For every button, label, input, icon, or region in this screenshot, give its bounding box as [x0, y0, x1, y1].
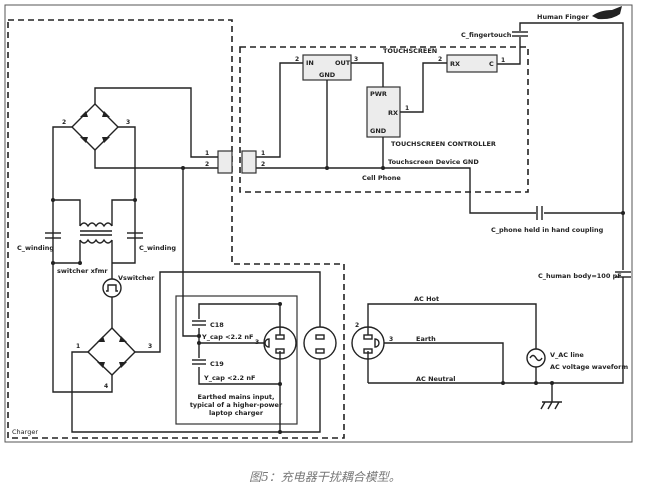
- pin-label: 1: [501, 57, 505, 64]
- pin-label: 2: [295, 56, 299, 63]
- ldo-out-label: OUT: [335, 59, 351, 67]
- pin-label: 2: [205, 161, 209, 168]
- touchscreen-label: TOUCHSCREEN: [383, 47, 437, 55]
- c-fingertouch-label: C_fingertouch: [461, 31, 512, 39]
- v-ac-line-label: V_AC line: [550, 351, 584, 359]
- charger-boundary: [7, 19, 345, 439]
- charger-label: Charger: [12, 428, 38, 436]
- c-winding-left-capacitor: [45, 232, 61, 239]
- earthed-mains-box: [175, 295, 298, 425]
- pin-label: 2: [261, 161, 265, 168]
- ac-waveform-label: AC voltage waveform: [550, 363, 628, 371]
- ldo-gnd-label: GND: [319, 71, 336, 79]
- human-finger-label: Human Finger: [537, 13, 589, 21]
- earthed-note-line-3: laptop charger: [209, 409, 264, 417]
- v-ac-source: [526, 348, 546, 368]
- rx-box-c-label: C: [489, 60, 494, 68]
- c18-label: C18: [210, 321, 224, 329]
- pin-label: 1: [205, 150, 209, 157]
- switcher-xfmr-label: switcher xfmr: [57, 267, 108, 275]
- touchscreen-boundary: [239, 46, 529, 193]
- ldo-box: [302, 54, 352, 81]
- charger-plug-2pin: [303, 326, 337, 360]
- figure-caption: 图5：充电器干扰耦合模型。: [249, 470, 401, 484]
- ldo-in-label: IN: [306, 59, 314, 67]
- c19-value: Y_cap <2.2 nF: [203, 374, 255, 382]
- earthed-note-line-1: Earthed mains input,: [198, 393, 275, 401]
- phone-connector: [241, 150, 257, 174]
- ac-hot-label: AC Hot: [414, 295, 439, 303]
- pin-label: 1: [76, 343, 80, 350]
- c-winding-right-capacitor: [127, 232, 143, 239]
- earth-label: Earth: [416, 335, 436, 343]
- pin-label: 3: [126, 119, 130, 126]
- pin-label: 1: [261, 150, 265, 157]
- ctrl-pwr-label: PWR: [370, 90, 387, 98]
- pin-label: 3: [354, 56, 358, 63]
- pin-label: 2: [62, 119, 66, 126]
- switcher-transformer: [53, 199, 135, 264]
- pin-label: 1: [405, 105, 409, 112]
- c-phone-label: C_phone held in hand coupling: [491, 226, 604, 234]
- pin-label: 2: [438, 56, 442, 63]
- c18-capacitor: [192, 320, 206, 326]
- c-winding-left-label: C_winding: [17, 244, 54, 252]
- pin-label: 3: [389, 336, 393, 343]
- c-winding-right-label: C_winding: [139, 244, 176, 252]
- vswitcher-label: Vswitcher: [118, 274, 155, 282]
- earthed-note-line-2: typical of a higher-power: [190, 401, 283, 409]
- c19-label: C19: [210, 360, 224, 368]
- vswitcher-source: [102, 278, 122, 298]
- charger-connector: [217, 150, 233, 174]
- pin-label: 4: [104, 383, 108, 390]
- pin-label: 2: [355, 322, 359, 329]
- bridge-rectifier-top: [71, 103, 119, 151]
- bridge-rectifier-bottom: [86, 326, 136, 376]
- wall-outlet: [351, 326, 385, 360]
- ac-neutral-label: AC Neutral: [416, 375, 455, 383]
- pin-label: 3: [148, 343, 152, 350]
- c-fingertouch-capacitor: [512, 31, 528, 37]
- ground-icon: [540, 383, 562, 410]
- ctrl-rx-label: RX: [388, 109, 398, 117]
- diagram-frame: [4, 4, 633, 443]
- rx-box-rx-label: RX: [450, 60, 460, 68]
- c18-value: Y_cap <2.2 nF: [201, 333, 253, 341]
- c-phone-capacitor: [536, 206, 543, 220]
- device-gnd-label: Touchscreen Device GND: [388, 158, 479, 166]
- human-finger-icon: [592, 6, 622, 20]
- c-human-body-label: C_human body=100 pF: [538, 272, 622, 280]
- ctrl-gnd-label: GND: [370, 127, 387, 135]
- cell-phone-label: Cell Phone: [362, 174, 401, 182]
- c19-capacitor: [192, 359, 206, 365]
- touchscreen-controller-label: TOUCHSCREEN CONTROLLER: [391, 140, 496, 148]
